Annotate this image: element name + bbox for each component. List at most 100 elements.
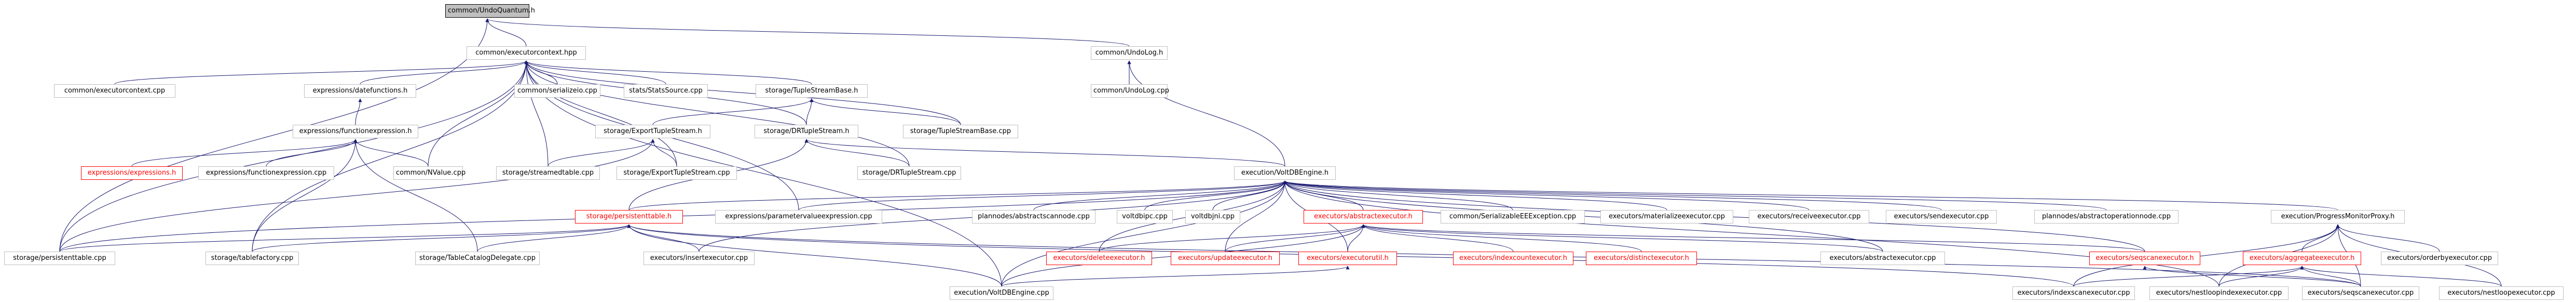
edge-n38-n45 — [1001, 266, 1350, 287]
node-voltdbipc-cpp[interactable]: voltdbipc.cpp — [1117, 210, 1173, 224]
edge-n31-n43 — [2301, 224, 2340, 252]
node-common-undoquantum-h[interactable]: common/UndoQuantum.h — [445, 4, 535, 18]
edge-n1-n7 — [524, 60, 812, 85]
node-executors-seqscanexecutor-h[interactable]: executors/seqscanexecutor.h — [2089, 252, 2200, 265]
node-storage-persistenttable-cpp[interactable]: storage/persistenttable.cpp — [4, 252, 115, 265]
edge-n1-n18 — [524, 60, 910, 167]
edge-n25-n37 — [1225, 224, 1365, 252]
node-executors-executorutil-h[interactable]: executors/executorutil.h — [1298, 252, 1397, 265]
node-executors-nestloopindexexecutor-cpp[interactable]: executors/nestloopindexexecutor.cpp — [2149, 286, 2289, 300]
node-common-executorcontext-cpp[interactable]: common/executorcontext.cpp — [54, 84, 175, 98]
node-executors-orderbyexecutor-cpp[interactable]: executors/orderbyexecutor.cpp — [2381, 252, 2498, 265]
node-executors-indexcountexecutor-h[interactable]: executors/indexcountexecutor.h — [1453, 252, 1573, 265]
node-voltdbjni-cpp[interactable]: voltdbjni.cpp — [1185, 210, 1240, 224]
edge-n43-n48 — [2300, 266, 2361, 287]
edge-n11-n19 — [804, 139, 1285, 167]
edge-n1-n32 — [59, 60, 528, 252]
node-storage-tuplestreambase-cpp[interactable]: storage/TupleStreamBase.cpp — [903, 125, 1018, 138]
edge-n25-n36 — [1099, 224, 1365, 252]
edge-n25-n39 — [1361, 224, 1514, 252]
node-storage-streamedtable-cpp[interactable]: storage/streamedtable.cpp — [496, 166, 600, 180]
node-storage-tuplestreambase-h[interactable]: storage/TupleStreamBase.h — [756, 84, 868, 98]
node-executors-nestloopexecutor-cpp[interactable]: executors/nestloopexecutor.cpp — [2439, 286, 2564, 300]
node-executors-updateexecutor-h[interactable]: executors/updateexecutor.h — [1171, 252, 1280, 265]
edge-n20-n32 — [59, 224, 631, 252]
node-executors-indexscanexecutor-cpp[interactable]: executors/indexscanexecutor.cpp — [2012, 286, 2135, 300]
edge-n43-n49 — [2300, 266, 2502, 287]
node-execution-voltdbengine-cpp[interactable]: execution/VoltDBEngine.cpp — [950, 286, 1053, 300]
node-expressions-functionexpression-cpp[interactable]: expressions/functionexpression.cpp — [198, 166, 334, 180]
node-execution-voltdbengine-h[interactable]: execution/VoltDBEngine.h — [1234, 166, 1336, 180]
edge-n25-n40 — [1361, 224, 1642, 252]
edge-n10-n16 — [547, 139, 655, 167]
edge-n10-n17 — [651, 139, 677, 167]
edge-n11-n18 — [804, 139, 910, 167]
edge-n1-n3 — [114, 60, 528, 85]
node-plannodes-abstractoperationnode-cpp[interactable]: plannodes/abstractoperationnode.cpp — [2034, 210, 2178, 224]
edge-n25-n38 — [1347, 224, 1365, 252]
node-common-undolog-cpp[interactable]: common/UndoLog.cpp — [1091, 84, 1169, 98]
edge-n1-n33 — [252, 60, 528, 252]
edge-n43-n47 — [2218, 266, 2304, 287]
node-plannodes-abstractscannode-cpp[interactable]: plannodes/abstractscannode.cpp — [972, 210, 1095, 224]
node-common-executorcontext-hpp[interactable]: common/executorcontext.hpp — [467, 46, 586, 60]
node-executors-seqscanexecutor-cpp[interactable]: executors/seqscanexecutor.cpp — [2302, 286, 2419, 300]
edge-n19-n28 — [1283, 180, 1810, 211]
edge-n9-n14 — [266, 139, 358, 167]
edge-n19-n20 — [628, 180, 1287, 211]
node-executors-distinctexecutor-h[interactable]: executors/distinctexecutor.h — [1586, 252, 1697, 265]
node-storage-persistenttable-h[interactable]: storage/persistenttable.h — [575, 210, 683, 224]
edge-n0-n2 — [485, 18, 1130, 47]
node-executors-receiveexecutor-cpp[interactable]: executors/receiveexecutor.cpp — [1749, 210, 1869, 224]
edge-n0-n32 — [59, 18, 489, 252]
node-common-undolog-h[interactable]: common/UndoLog.h — [1091, 46, 1168, 60]
edge-n31-n44 — [2336, 224, 2440, 252]
edge-n19-n27 — [1283, 180, 1667, 211]
edge-n1-n12 — [524, 60, 961, 125]
node-expressions-functionexpression-h[interactable]: expressions/functionexpression.h — [293, 125, 418, 138]
edge-n9-n33 — [252, 139, 358, 252]
node-executors-abstractexecutor-h[interactable]: executors/abstractexecutor.h — [1304, 210, 1423, 224]
edge-n19-n45 — [1001, 180, 1287, 287]
edge-n19-n22 — [1033, 180, 1287, 211]
edge-n19-n24 — [1212, 180, 1287, 211]
edge-n1-n17 — [524, 60, 677, 167]
edge-n20-n33 — [252, 224, 631, 252]
node-storage-exporttuplestream-cpp[interactable]: storage/ExportTupleStream.cpp — [616, 166, 737, 180]
node-expressions-datefunctions-h[interactable]: expressions/datefunctions.h — [304, 84, 416, 98]
edge-n9-n15 — [353, 139, 429, 167]
node-common-serializableeeexception-cpp[interactable]: common/SerializableEEException.cpp — [1441, 210, 1585, 224]
node-stats-statssource-cpp[interactable]: stats/StatsSource.cpp — [624, 84, 708, 98]
node-executors-insertexecutor-cpp[interactable]: executors/insertexecutor.cpp — [643, 252, 755, 265]
node-executors-abstractexecutor-cpp[interactable]: executors/abstractexecutor.cpp — [1820, 252, 1945, 265]
node-storage-drtuplestream-h[interactable]: storage/DRTupleStream.h — [755, 125, 858, 138]
node-storage-exporttuplestream-h[interactable]: storage/ExportTupleStream.h — [595, 125, 710, 138]
edge-n10-n32 — [59, 139, 655, 252]
node-common-serializeio-cpp[interactable]: common/serializeio.cpp — [514, 84, 600, 98]
edge-n9-n34 — [353, 139, 478, 252]
edge-n19-n37 — [1225, 180, 1287, 252]
edge-n9-n13 — [131, 139, 358, 167]
edge-n7-n10 — [652, 98, 814, 125]
node-storage-tablecatalogdelegate-cpp[interactable]: storage/TableCatalogDelegate.cpp — [415, 252, 540, 265]
node-executors-deleteexecutor-h[interactable]: executors/deleteexecutor.h — [1046, 252, 1152, 265]
edge-n1-n15 — [428, 60, 528, 167]
edge-n0-n1 — [485, 18, 527, 47]
node-executors-sendexecutor-cpp[interactable]: executors/sendexecutor.cpp — [1886, 210, 1997, 224]
edge-n19-n30 — [1283, 180, 2107, 211]
edge-n1-n16 — [524, 60, 549, 167]
edge-n19-n25 — [1283, 180, 1364, 211]
edge-n42-n48 — [2143, 266, 2361, 287]
edge-n7-n12 — [810, 98, 961, 125]
edge-n1-n4 — [360, 60, 528, 85]
node-execution-progressmonitorproxy-h[interactable]: execution/ProgressMonitorProxy.h — [2271, 210, 2405, 224]
node-executors-materializeexecutor-cpp[interactable]: executors/materializeexecutor.cpp — [1600, 210, 1733, 224]
node-expressions-expressions-h[interactable]: expressions/expressions.h — [81, 166, 183, 180]
node-storage-drtuplestream-cpp[interactable]: storage/DRTupleStream.cpp — [857, 166, 961, 180]
node-expressions-parametervalueexpression-cpp[interactable]: expressions/parametervalueexpression.cpp — [715, 210, 882, 224]
node-executors-aggregateexecutor-h[interactable]: executors/aggregateexecutor.h — [2243, 252, 2361, 265]
node-storage-tablefactory-cpp[interactable]: storage/tablefactory.cpp — [205, 252, 299, 265]
edge-n25-n41 — [1361, 224, 1883, 252]
node-common-nvalue-cpp[interactable]: common/NValue.cpp — [393, 166, 465, 180]
